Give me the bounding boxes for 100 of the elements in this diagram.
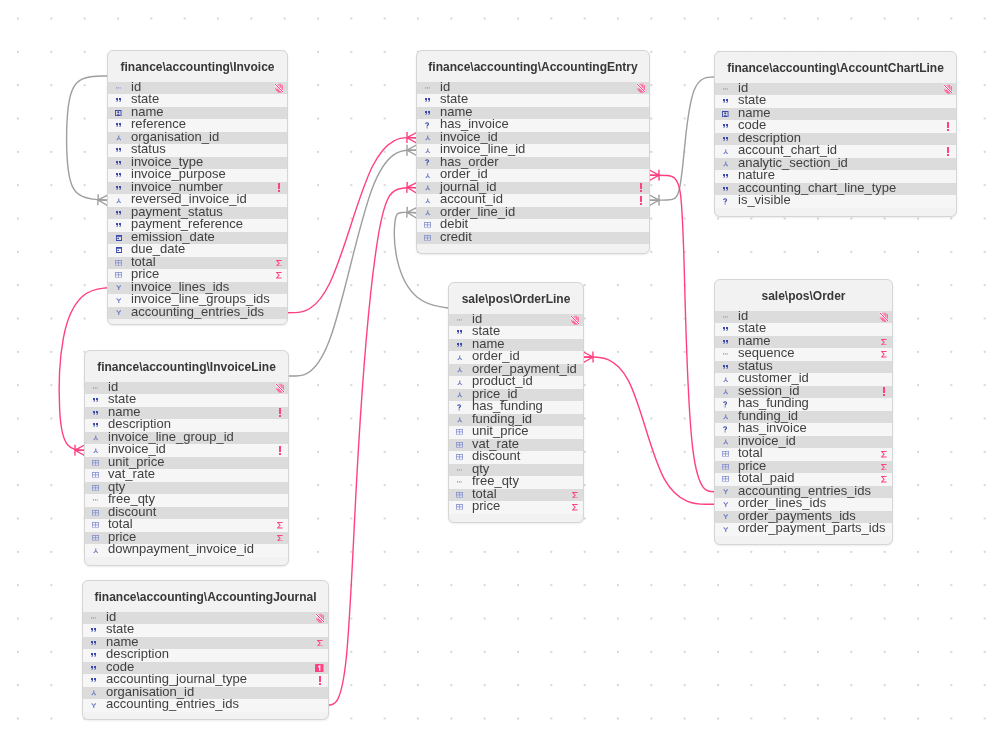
field-name: session_id	[738, 384, 800, 397]
field-name: description	[738, 131, 801, 144]
field-row	[715, 448, 892, 461]
field-name: invoice_lines_ids	[131, 280, 230, 293]
field-row	[715, 523, 892, 536]
field-name: reversed_invoice_id	[131, 193, 247, 206]
field-row	[715, 423, 892, 436]
entity-title: finance\accounting\AccountChartLine	[727, 61, 944, 75]
field-name: debit	[440, 218, 469, 231]
field-name: order_payment_parts_ids	[738, 522, 886, 535]
relationship-connector	[65, 75, 109, 207]
field-row	[715, 195, 956, 208]
entity-title: sale\pos\Order	[761, 289, 846, 303]
field-name: organisation_id	[106, 685, 195, 698]
field-name: free_qty	[108, 493, 155, 506]
relationship-connector	[327, 181, 418, 706]
field-name: funding_id	[738, 409, 798, 422]
field-name: invoice_id	[738, 434, 796, 447]
field-name: invoice_id	[440, 130, 498, 143]
entity-title: sale\pos\OrderLine	[461, 292, 571, 306]
field-name: emission_date	[131, 230, 215, 243]
field-name: invoice_line_id	[440, 143, 526, 156]
field-name: id	[738, 81, 749, 94]
field-name: accounting_chart_line_type	[738, 181, 897, 194]
field-row	[83, 699, 328, 712]
field-name: free_qty	[472, 475, 519, 488]
field-name: has_invoice	[738, 422, 807, 435]
field-row	[417, 119, 649, 132]
field-row	[108, 244, 287, 257]
entity-card	[107, 50, 288, 325]
field-name: unit_price	[108, 455, 165, 468]
field-name: invoice_id	[108, 443, 166, 456]
field-row	[108, 144, 287, 157]
field-name: sequence	[738, 347, 795, 360]
field-name: name	[440, 105, 473, 118]
field-row	[85, 544, 288, 557]
field-row	[715, 398, 892, 411]
field-name: state	[738, 94, 767, 107]
field-name: invoice_type	[131, 155, 204, 168]
field-name: accounting_entries_ids	[106, 698, 239, 711]
field-name: name	[472, 337, 505, 350]
relationship-connector	[648, 169, 716, 493]
field-name: has_order	[440, 155, 499, 168]
field-name: has_invoice	[440, 118, 509, 131]
field-row	[449, 426, 583, 439]
field-row	[108, 294, 287, 307]
field-name: id	[106, 610, 117, 623]
field-row	[85, 469, 288, 482]
field-row	[715, 498, 892, 511]
field-name: name	[106, 635, 139, 648]
field-name: price	[738, 459, 767, 472]
field-row	[85, 519, 288, 532]
field-row	[108, 269, 287, 282]
field-name: invoice_line_groups_ids	[131, 293, 270, 306]
entity-card	[714, 279, 893, 545]
field-name: vat_rate	[472, 437, 519, 450]
field-name: has_funding	[738, 397, 809, 410]
field-row	[449, 326, 583, 339]
field-name: status	[131, 143, 166, 156]
field-name: nature	[738, 169, 775, 182]
field-row	[449, 313, 583, 326]
field-row	[449, 401, 583, 414]
entity-card	[82, 580, 329, 720]
relationship-connector	[288, 144, 418, 377]
field-name: description	[106, 648, 169, 661]
field-name: status	[738, 359, 773, 372]
field-name: analytic_section_id	[738, 156, 848, 169]
field-name: order_id	[472, 350, 520, 363]
field-row	[108, 169, 287, 182]
field-row	[715, 145, 956, 158]
relationship-connector	[58, 287, 109, 457]
field-name: organisation_id	[131, 130, 220, 143]
field-row	[108, 194, 287, 207]
field-name: order_id	[440, 168, 488, 181]
field-name: reference	[131, 118, 186, 131]
entity-card	[714, 51, 957, 217]
field-name: has_funding	[472, 400, 543, 413]
field-name: downpayment_invoice_id	[108, 543, 254, 556]
field-row	[85, 381, 288, 394]
field-name: discount	[472, 450, 521, 463]
field-name: name	[108, 405, 141, 418]
field-name: price	[108, 530, 137, 543]
field-name: id	[131, 80, 142, 93]
field-name: order_payments_ids	[738, 509, 856, 522]
field-name: name	[738, 334, 771, 347]
field-name: invoice_line_group_id	[108, 430, 234, 443]
entity-title: finance\accounting\AccountingEntry	[428, 60, 638, 74]
field-row	[715, 82, 956, 95]
field-name: customer_id	[738, 372, 809, 385]
field-name: code	[106, 660, 135, 673]
relationship-connector	[393, 206, 449, 309]
field-name: id	[108, 380, 119, 393]
field-row	[715, 120, 956, 133]
field-row	[715, 310, 892, 323]
field-name: qty	[108, 480, 126, 493]
field-name: order_lines_ids	[738, 497, 827, 510]
field-name: price	[472, 500, 501, 513]
field-name: order_line_id	[440, 205, 516, 218]
field-name: discount	[108, 505, 157, 518]
field-name: state	[108, 393, 137, 406]
